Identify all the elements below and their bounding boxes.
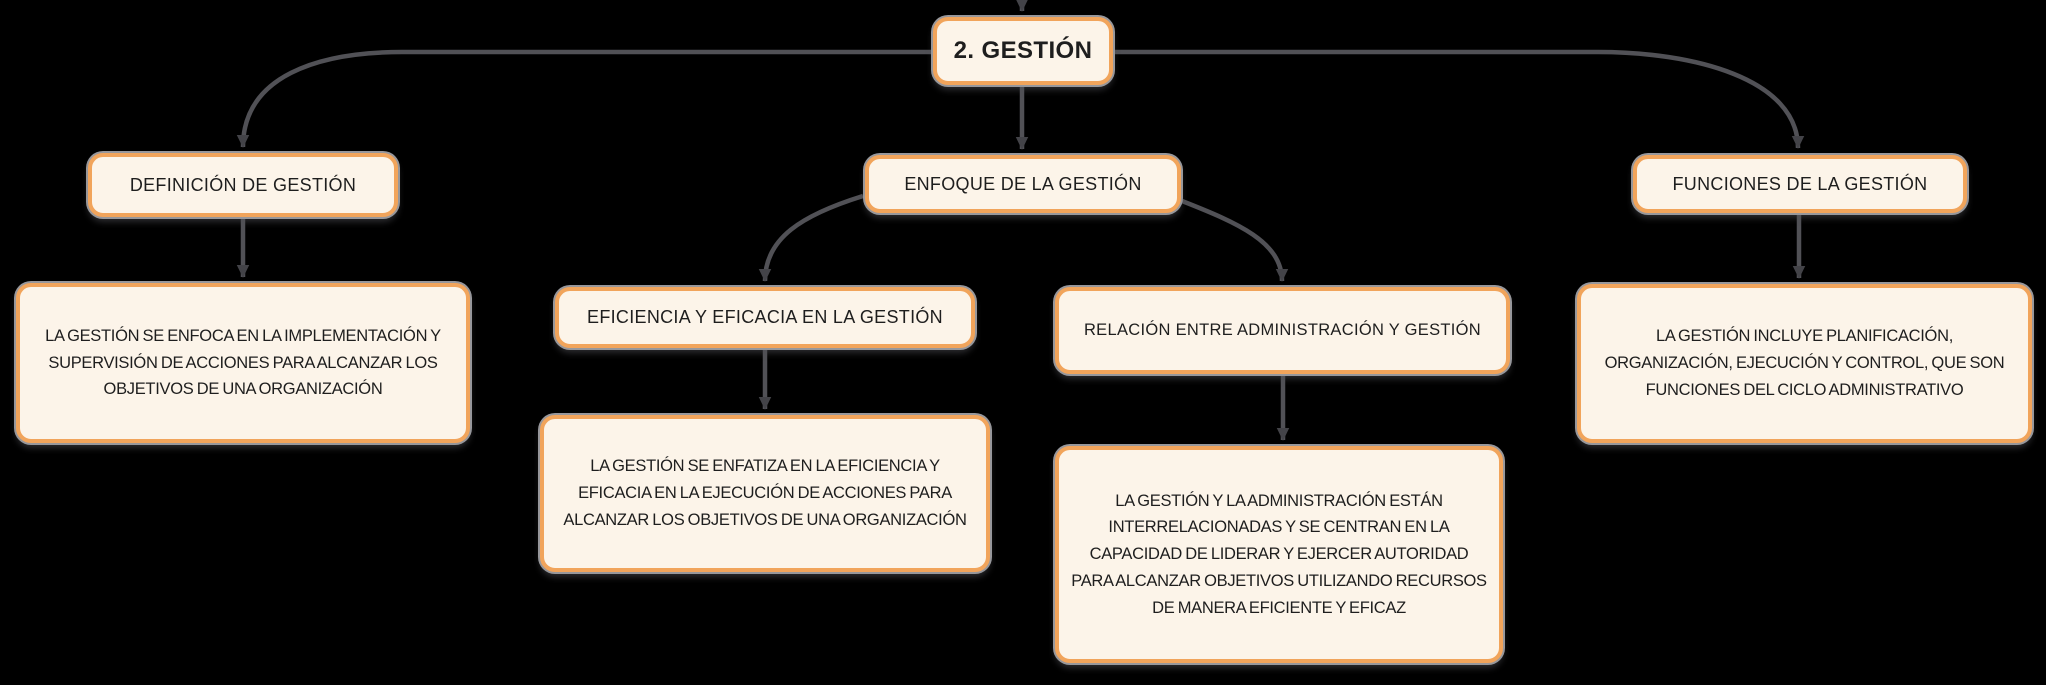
- branch-node-enfoque[interactable]: ENFOQUE DE LA GESTIÓN: [865, 155, 1181, 213]
- note-node-text: LA GESTIÓN SE ENFATIZA EN LA EFICIENCIA …: [563, 457, 967, 529]
- note-node-definicion[interactable]: LA GESTIÓN SE ENFOCA EN LA IMPLEMENTACIÓ…: [16, 283, 470, 443]
- note-node-text: LA GESTIÓN Y LA ADMINISTRACIÓN ESTÁN INT…: [1071, 491, 1487, 617]
- subbranch-node-relacion[interactable]: RELACIÓN ENTRE ADMINISTRACIÓN Y GESTIÓN: [1055, 287, 1510, 374]
- branch-node-label: FUNCIONES DE LA GESTIÓN: [1672, 173, 1928, 194]
- subbranch-node-eficiencia[interactable]: EFICIENCIA Y EFICACIA EN LA GESTIÓN: [555, 287, 975, 348]
- edge-root-to-funciones: [1112, 49, 1805, 149]
- edge-enfoque-to-eficiencia: [758, 193, 864, 282]
- root-node-label: 2. GESTIÓN: [953, 37, 1093, 64]
- branch-node-funciones[interactable]: FUNCIONES DE LA GESTIÓN: [1633, 155, 1967, 213]
- branch-node-label: DEFINICIÓN DE GESTIÓN: [129, 174, 357, 195]
- edge-enfoque-to-relacion: [1181, 198, 1289, 282]
- note-node-funciones[interactable]: LA GESTIÓN INCLUYE PLANIFICACIÓN, ORGANI…: [1577, 284, 2032, 443]
- note-node-text: LA GESTIÓN INCLUYE PLANIFICACIÓN, ORGANI…: [1604, 327, 2005, 399]
- note-node-eficiencia[interactable]: LA GESTIÓN SE ENFATIZA EN LA EFICIENCIA …: [540, 415, 990, 572]
- branch-node-label: ENFOQUE DE LA GESTIÓN: [904, 173, 1142, 194]
- branch-node-label: EFICIENCIA Y EFICACIA EN LA GESTIÓN: [587, 307, 943, 327]
- root-node-gestion[interactable]: 2. GESTIÓN: [933, 17, 1113, 85]
- edge-root-to-definicion: [236, 49, 933, 148]
- branch-node-definicion[interactable]: DEFINICIÓN DE GESTIÓN: [88, 153, 398, 217]
- note-node-text: LA GESTIÓN SE ENFOCA EN LA IMPLEMENTACIÓ…: [45, 326, 441, 399]
- note-node-relacion[interactable]: LA GESTIÓN Y LA ADMINISTRACIÓN ESTÁN INT…: [1055, 446, 1503, 663]
- branch-node-label: RELACIÓN ENTRE ADMINISTRACIÓN Y GESTIÓN: [1083, 321, 1482, 339]
